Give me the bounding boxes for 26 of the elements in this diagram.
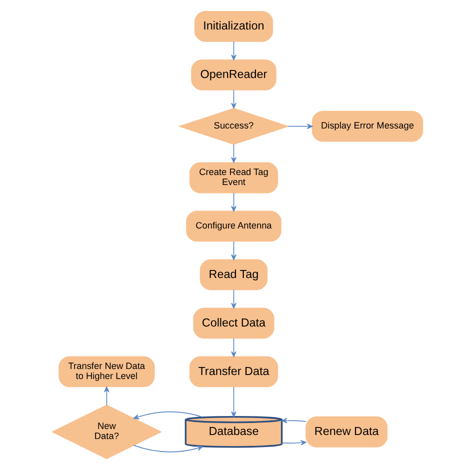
arrow [281,440,306,446]
node-diamond: New Data? [50,404,162,460]
arrow [281,418,306,424]
node-box: Transfer New Data to Higher Level [58,356,154,388]
node-box: Initialization [194,10,273,42]
arrow [230,386,236,418]
node-box: Read Tag [199,259,268,290]
arrow [230,240,236,260]
node-box: Renew Data [305,416,388,448]
arrow [230,338,236,358]
arrow [104,386,109,406]
node-box: Transfer Data [188,356,278,388]
node-box: Collect Data [192,308,274,339]
arrow [230,41,236,60]
arrow [132,411,202,420]
arrow [230,192,236,212]
node-diamond: Success? [178,108,289,145]
node-box: Create Read Tag Event [188,162,278,194]
node-box: Configure Antenna [186,210,281,242]
arrow [230,289,236,309]
node-box: OpenReader [190,59,276,90]
arrow [287,124,312,129]
node-box: Display Error Message [311,110,423,142]
arrow [230,90,236,109]
arrow [132,444,202,452]
arrow [230,144,236,163]
